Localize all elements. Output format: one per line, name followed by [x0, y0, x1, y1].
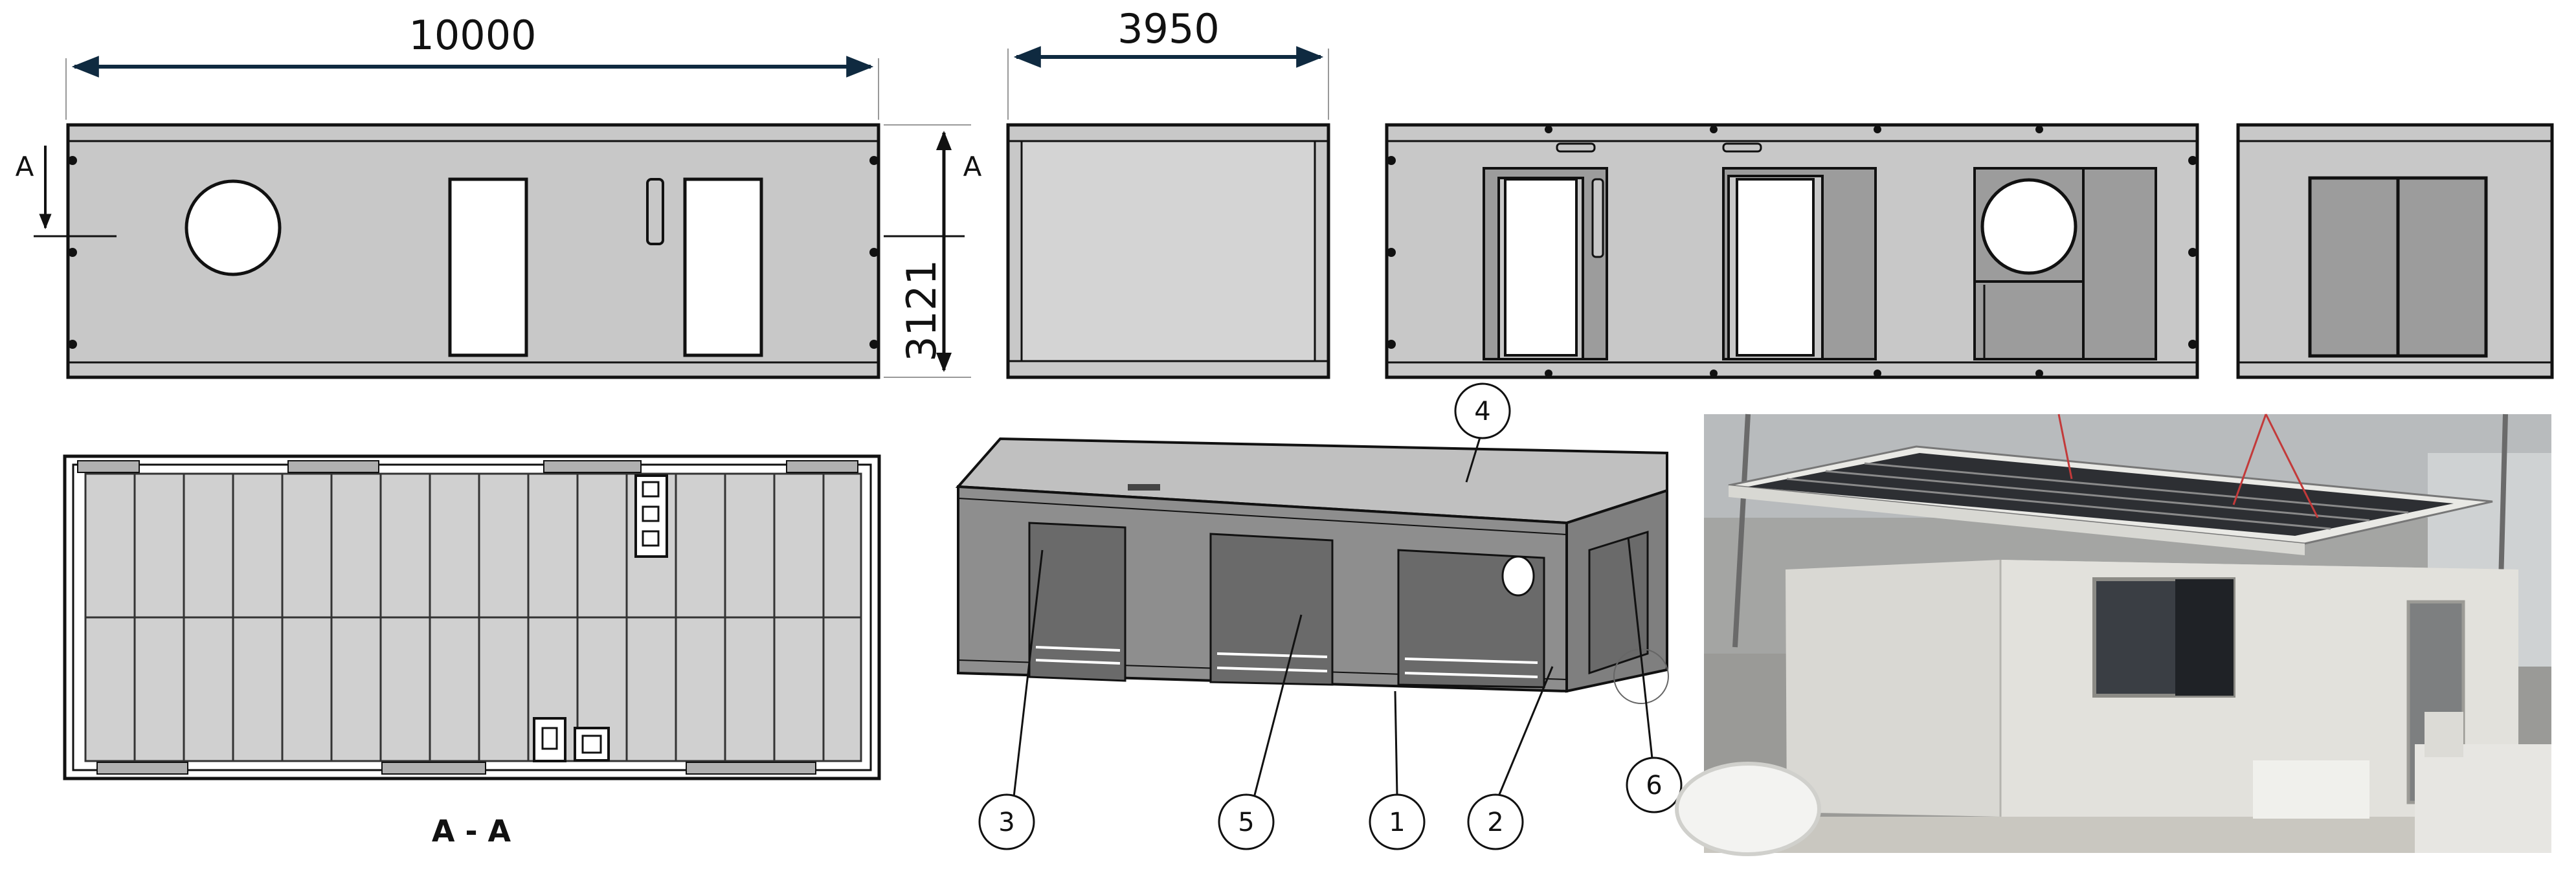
section-marker-left: A — [16, 146, 117, 238]
long-side-elevation — [66, 123, 880, 379]
door-opening — [1736, 178, 1815, 357]
section-a-a-plan: A - A — [63, 454, 881, 848]
length-dimension: 10000 — [65, 12, 879, 120]
callouts: 4 3 5 1 2 6 — [978, 382, 1683, 850]
door-opening — [448, 177, 528, 357]
width-dimension: 3950 — [1007, 5, 1329, 120]
second-end-elevation — [2236, 123, 2554, 379]
callout-2: 2 — [1487, 808, 1503, 837]
callout-1: 1 — [1389, 808, 1405, 837]
width-dimension-label: 3950 — [1117, 5, 1220, 52]
callout-3: 3 — [998, 808, 1014, 837]
length-dimension-label: 10000 — [409, 12, 536, 59]
section-letter: A — [963, 151, 982, 182]
section-title: A - A — [432, 813, 511, 848]
isometric-module-view — [955, 437, 1669, 704]
round-window-opening — [1980, 178, 2078, 275]
door-opening — [1504, 178, 1578, 357]
round-window-opening — [185, 179, 282, 276]
end-elevation — [1006, 123, 1330, 379]
prototype-photo — [1675, 414, 2551, 856]
height-dimension: A 3121 — [884, 124, 982, 378]
callout-4: 4 — [1474, 397, 1490, 426]
callout-6: 6 — [1646, 771, 1662, 801]
door-opening — [683, 177, 763, 357]
section-letter: A — [16, 151, 34, 182]
opposite-long-side-elevation — [1385, 123, 2199, 379]
height-dimension-label: 3121 — [898, 260, 945, 362]
callout-5: 5 — [1238, 808, 1254, 837]
